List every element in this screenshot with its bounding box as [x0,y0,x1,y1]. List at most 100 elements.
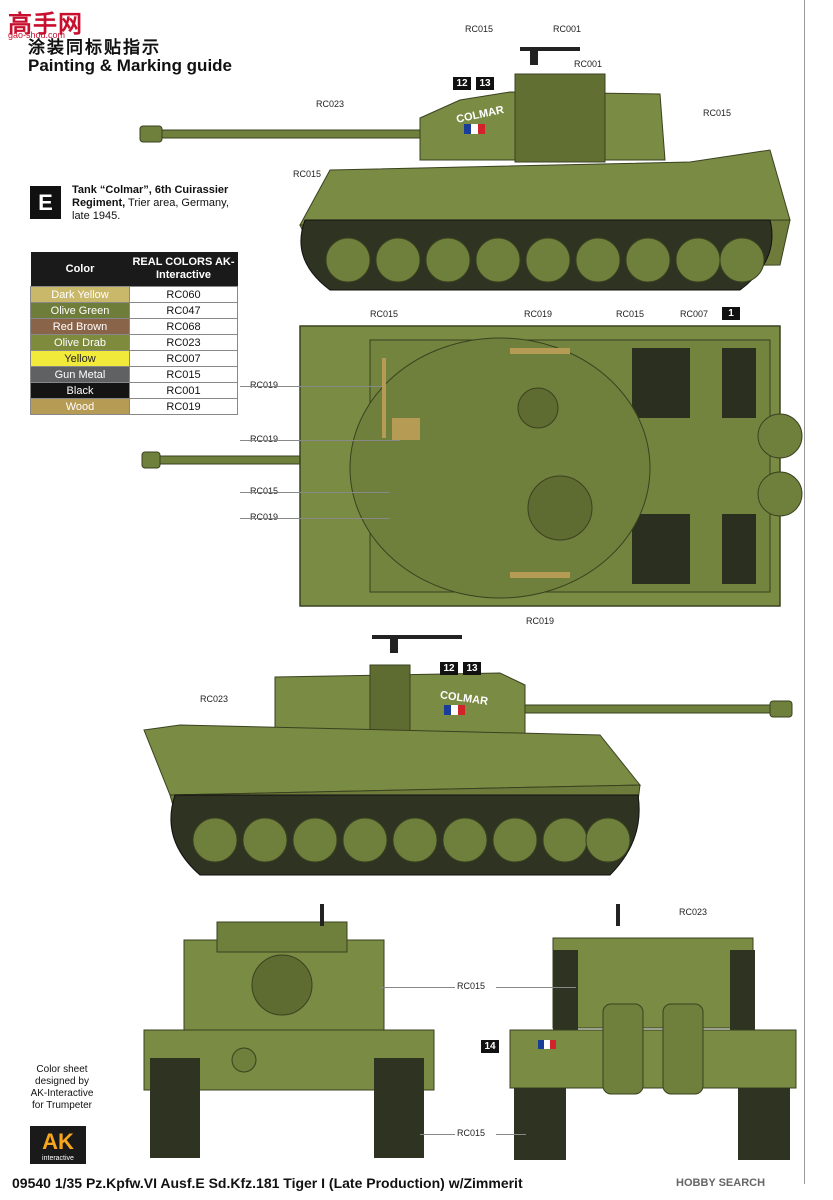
callout-rc015-plan: RC015 [368,309,401,319]
callout-rc015-c: RC015 [248,486,281,496]
callout-rc023-lower: RC023 [198,694,231,704]
road-wheel [719,237,765,283]
color-code: RC007 [129,350,238,367]
decal-number-13-lower: 13 [463,662,481,675]
road-wheel [675,237,721,283]
leader-line [240,492,390,493]
watermark-url: gao-shou.com [8,30,66,40]
scheme-description: Tank “Colmar”, 6th Cuirassier Regiment, … [72,184,247,223]
machine-gun [520,47,580,65]
tank-rear-view [509,904,797,1160]
leader-line [496,987,576,988]
road-wheel [585,817,631,863]
callout-rc001: RC001 [551,24,584,34]
leader-line [240,440,400,441]
leader-line [496,1134,526,1135]
callout-rc015-tracks: RC015 [455,1128,488,1138]
title-english: Painting & Marking guide [28,56,233,75]
turret-right [274,664,526,740]
callout-rc019-c: RC019 [248,512,281,522]
top-drive-sprockets [757,413,803,517]
road-wheel [242,817,288,863]
road-wheel [625,237,671,283]
tank-side-view-right: COLMAR [143,635,793,876]
road-wheel [542,817,588,863]
color-swatch-name: Red Brown [30,318,130,335]
flag-decal [464,124,485,134]
top-turret [349,337,651,599]
road-wheel [192,817,238,863]
road-wheel [292,817,338,863]
flag-decal-right [444,705,465,715]
color-swatch-name: Black [30,382,130,399]
decal-number-1: 1 [722,307,740,320]
leader-line [240,386,382,387]
road-wheel [392,817,438,863]
callout-rc019-bottom: RC019 [524,616,557,626]
color-table: Color REAL COLORS AK-Interactive Dark Ye… [30,252,238,415]
tank-front-view [143,904,435,1158]
ak-logo-main: AK [42,1128,74,1154]
machine-gun-right [372,635,462,653]
color-swatch-name: Yellow [30,350,130,367]
callout-rc015-top: RC015 [463,24,496,34]
page-frame [16,0,805,1184]
road-wheel [375,237,421,283]
scheme-letter: E [30,186,61,219]
road-wheel [442,817,488,863]
real-colors-header: REAL COLORS AK-Interactive [129,252,238,287]
decal-number-12-lower: 12 [440,662,458,675]
decal-number-14: 14 [481,1040,499,1053]
road-wheel [475,237,521,283]
hobby-search-watermark: HOBBY SEARCH [676,1177,766,1189]
color-swatch-name: Olive Green [30,302,130,319]
road-wheel [425,237,471,283]
color-swatch-name: Gun Metal [30,366,130,383]
engine-grilles [632,348,756,584]
decal-number-13: 13 [476,77,494,90]
road-wheel [342,817,388,863]
tank-top-view [141,325,803,607]
color-code: RC019 [129,398,238,415]
callout-rc015-right: RC015 [701,108,734,118]
watermark-logo: 高手网 [8,11,83,38]
road-wheel [492,817,538,863]
callout-rc019-b: RC019 [248,434,281,444]
callout-rc015-plan-b: RC015 [614,309,647,319]
gun-barrel-right [519,700,793,718]
ak-logo-sub: interactive [42,1154,74,1162]
road-wheel [575,237,621,283]
road-wheel [325,237,371,283]
road-wheels [325,237,765,283]
road-wheel [525,237,571,283]
color-swatch-name: Dark Yellow [30,286,130,303]
road-wheels-right [192,817,631,863]
top-gun-barrel [141,451,302,469]
credit-text: Color sheet designed by AK-Interactive f… [30,1064,94,1111]
callout-rc019-a: RC019 [248,380,281,390]
color-header: Color [30,252,130,287]
callout-rc015-front: RC015 [455,981,488,991]
leader-line [240,518,390,519]
title-chinese: 涂装同标贴指示 [28,38,161,57]
callout-rc001-b: RC001 [572,59,605,69]
turret [419,73,666,163]
leader-line [380,987,455,988]
callout-rc019-plan: RC019 [522,309,555,319]
color-swatch-name: Olive Drab [30,334,130,351]
leader-line [420,1134,455,1135]
color-swatch-name: Wood [30,398,130,415]
decal-number-12: 12 [453,77,471,90]
scheme-name: Tank “Colmar”, 6th Cuirassier Regiment, [72,184,229,209]
callout-rc015-side: RC015 [291,169,324,179]
gun-barrel [139,125,427,143]
